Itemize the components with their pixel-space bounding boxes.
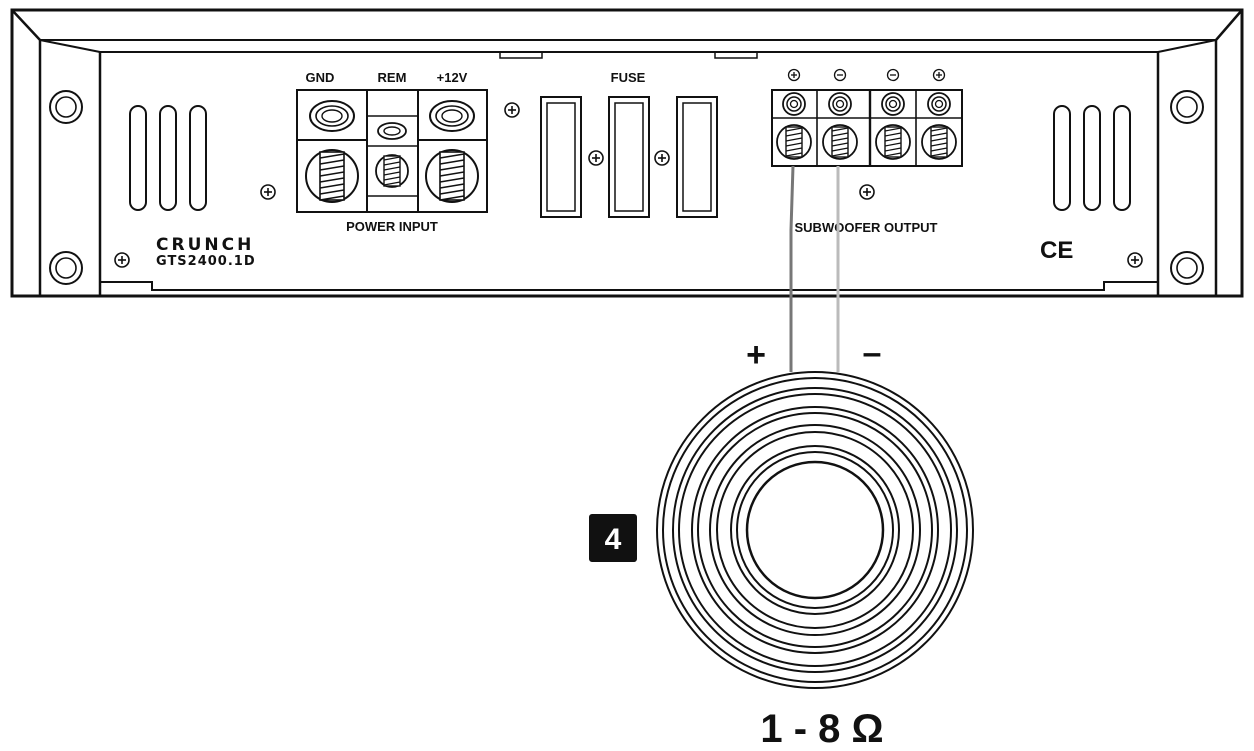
power-input-block: GND REM +12V xyxy=(296,70,488,234)
gnd-terminal xyxy=(305,100,359,203)
minus-circle-icon xyxy=(833,68,847,82)
minus-circle-icon xyxy=(886,68,900,82)
subwoofer-terminal xyxy=(875,68,911,160)
fuse-label: FUSE xyxy=(611,70,646,85)
fuse-slot xyxy=(540,96,582,218)
fuse-slot xyxy=(608,96,650,218)
subwoofer-terminal xyxy=(776,68,812,160)
mount-hole-icon xyxy=(49,90,83,124)
vent-slots-right xyxy=(1053,105,1131,211)
negative-polarity-label: – xyxy=(863,334,882,372)
screw-icon xyxy=(260,184,276,200)
vent-slots-left xyxy=(129,105,207,211)
fuse-slot xyxy=(676,96,718,218)
rem-label: REM xyxy=(378,70,407,85)
subwoofer-speaker xyxy=(656,371,974,689)
mount-hole-icon xyxy=(1170,90,1204,124)
plus12v-terminal xyxy=(425,100,479,203)
positive-wire xyxy=(789,165,795,372)
rem-terminal xyxy=(375,122,409,188)
plus12v-label: +12V xyxy=(437,70,468,85)
mount-hole-icon xyxy=(1170,251,1204,285)
screw-icon xyxy=(654,150,670,166)
ce-mark: CE xyxy=(1040,237,1073,264)
fuse-block: FUSE xyxy=(540,70,718,218)
screw-icon xyxy=(1127,252,1143,268)
model-number: GTS2400.1D xyxy=(156,254,256,269)
screw-icon xyxy=(588,150,604,166)
subwoofer-output-block: SUBWOOFER OUTPUT xyxy=(771,68,963,235)
subwoofer-terminal xyxy=(921,68,957,160)
positive-polarity-label: + xyxy=(746,336,766,374)
power-input-label: POWER INPUT xyxy=(346,219,438,234)
screw-icon xyxy=(504,102,520,118)
subwoofer-terminal xyxy=(822,68,858,160)
plus-circle-icon xyxy=(932,68,946,82)
brand-name: CRUNCH xyxy=(156,235,254,255)
impedance-label: 1 - 8 Ω xyxy=(760,707,883,751)
mount-hole-icon xyxy=(49,251,83,285)
subwoofer-output-label: SUBWOOFER OUTPUT xyxy=(795,220,938,235)
screw-icon xyxy=(114,252,130,268)
plus-circle-icon xyxy=(787,68,801,82)
speaker-wires xyxy=(789,165,840,372)
step-number: 4 xyxy=(605,523,622,556)
gnd-label: GND xyxy=(306,70,335,85)
screw-icon xyxy=(859,184,875,200)
step-badge: 4 xyxy=(589,514,637,562)
